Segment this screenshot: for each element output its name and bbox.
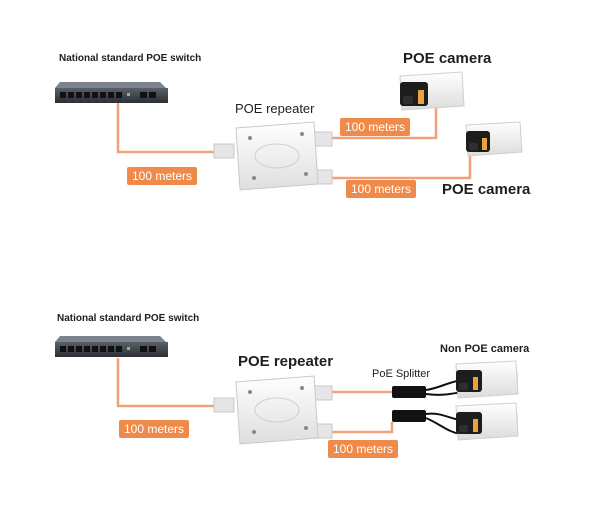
bottom-poe-switch: [55, 336, 168, 357]
top-camera-1-label: POE camera: [403, 50, 492, 67]
poe-splitter-2: [392, 410, 461, 435]
bottom-repeater-label: POE repeater: [238, 353, 334, 370]
bottom-cable-repeater-to-splitter2: [330, 422, 394, 434]
top-camera-2-label: POE camera: [442, 181, 531, 198]
bottom-cable-switch-to-repeater: [116, 358, 216, 408]
poe-splitter-1: [392, 379, 463, 398]
top-poe-camera-2: [465, 121, 523, 157]
top-cable-switch-to-repeater: [116, 103, 214, 154]
bottom-distance-label-switch: 100 meters: [119, 420, 190, 438]
bottom-distance-label-camera: 100 meters: [328, 440, 399, 458]
bottom-poe-repeater: [213, 375, 333, 445]
top-switch-label: National standard POE switch: [59, 53, 202, 64]
poe-splitter-label: PoE Splitter: [372, 368, 431, 380]
top-cable-repeater-to-camera1: [330, 108, 438, 140]
top-distance-label-camera-1: 100 meters: [340, 118, 411, 136]
bottom-non-poe-camera-2: [455, 402, 519, 441]
bottom-camera-label: Non POE camera: [440, 343, 530, 355]
bottom-cables: [116, 358, 394, 434]
bottom-switch-label: National standard POE switch: [57, 313, 200, 324]
top-poe-repeater: [213, 121, 333, 191]
top-distance-label-camera-2: 100 meters: [346, 180, 417, 198]
top-poe-camera-1: [399, 71, 465, 111]
top-distance-label-switch: 100 meters: [127, 167, 198, 185]
top-repeater-label: POE repeater: [235, 101, 315, 116]
top-poe-switch: [55, 82, 168, 103]
top-cables: [116, 103, 472, 180]
bottom-non-poe-camera-1: [455, 360, 519, 399]
top-cable-repeater-to-camera2: [330, 155, 472, 180]
